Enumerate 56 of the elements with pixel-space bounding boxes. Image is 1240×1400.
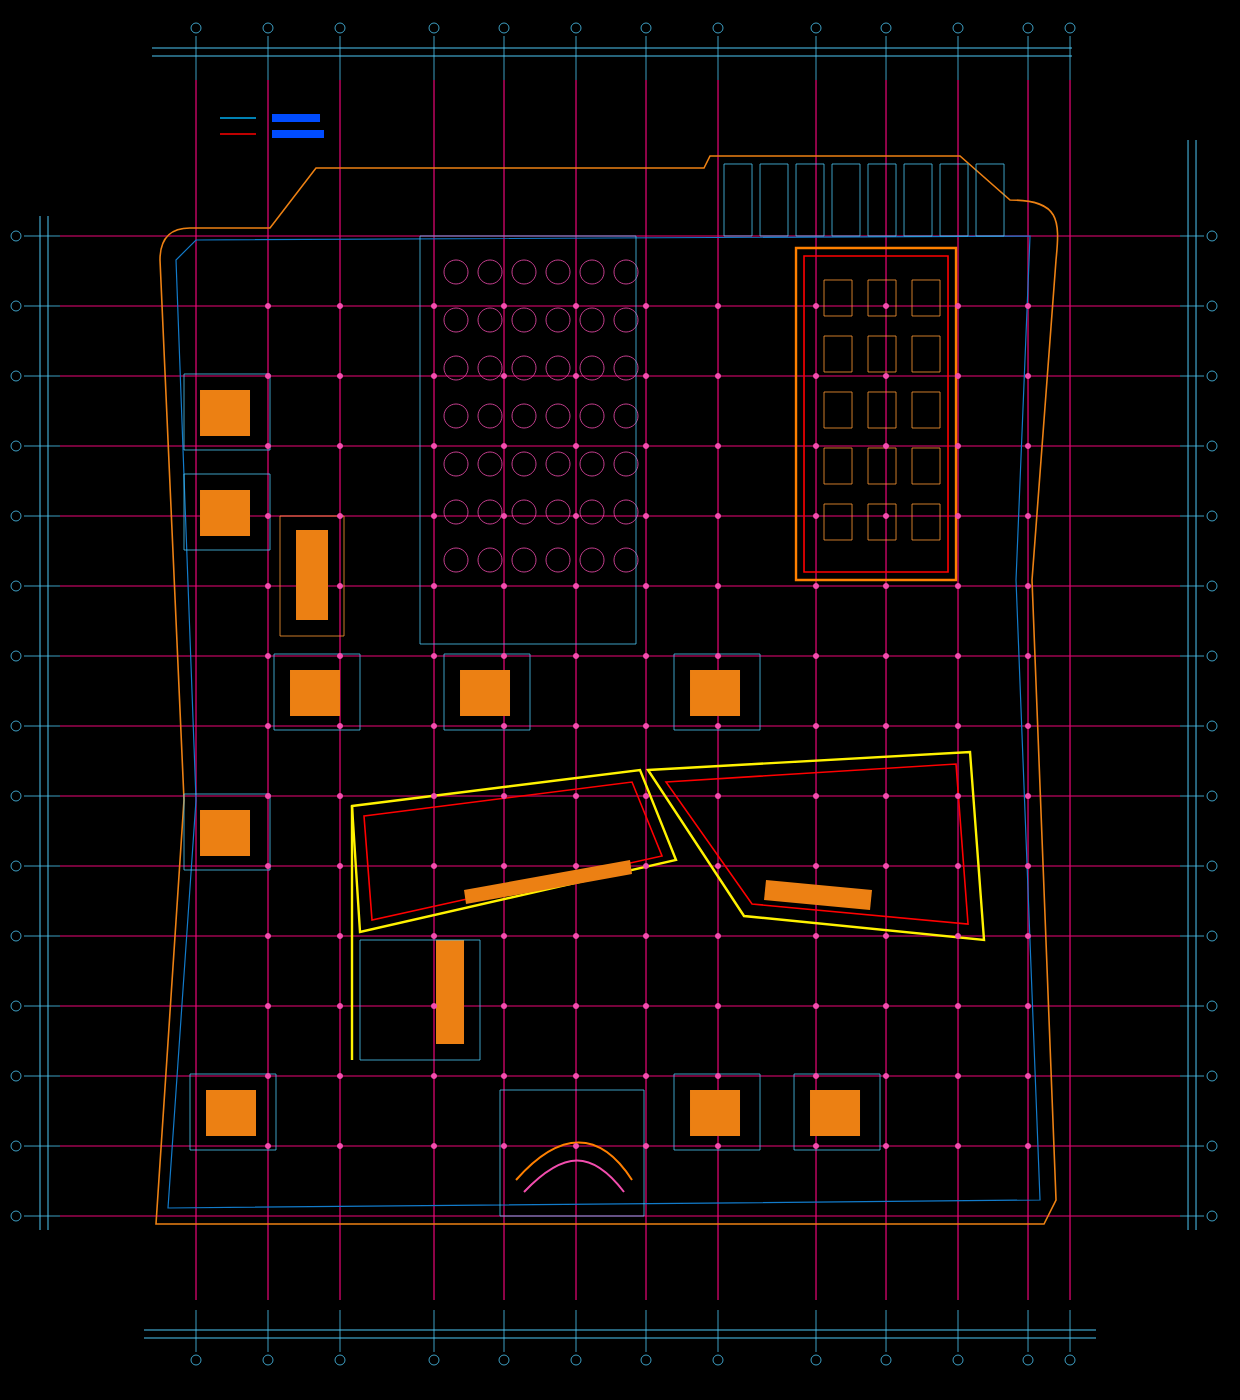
axis-bubble: [428, 22, 440, 34]
axis-bubble: [880, 1354, 892, 1366]
axis-bubble: [10, 720, 22, 732]
axis-bubble: [1206, 720, 1218, 732]
axis-bubble: [262, 22, 274, 34]
axis-bubble: [1206, 930, 1218, 942]
axis-bubble: [10, 860, 22, 872]
axis-bubble: [10, 510, 22, 522]
axis-bubble: [952, 1354, 964, 1366]
axis-bubble: [810, 1354, 822, 1366]
axis-bubble: [1064, 1354, 1076, 1366]
axis-bubble: [334, 22, 346, 34]
axis-bubble: [10, 370, 22, 382]
axis-bubble: [1206, 1000, 1218, 1012]
axis-bubble: [1064, 22, 1076, 34]
axis-bubble: [1206, 510, 1218, 522]
axis-bubble: [190, 22, 202, 34]
axis-bubble: [880, 22, 892, 34]
axis-bubble: [712, 1354, 724, 1366]
axis-bubble: [10, 440, 22, 452]
axis-bubble: [1206, 230, 1218, 242]
axis-bubble: [10, 1000, 22, 1012]
axis-bubble: [10, 580, 22, 592]
axis-bubble: [570, 1354, 582, 1366]
axis-bubble: [1206, 370, 1218, 382]
axis-bubble: [1206, 650, 1218, 662]
axis-bubble: [10, 1140, 22, 1152]
axis-bubble: [712, 22, 724, 34]
axis-bubble: [1206, 440, 1218, 452]
axis-bubble: [952, 22, 964, 34]
axis-bubble: [428, 1354, 440, 1366]
axis-bubble: [1206, 790, 1218, 802]
axis-bubble: [640, 22, 652, 34]
axis-bubble: [10, 230, 22, 242]
axis-bubble: [1022, 1354, 1034, 1366]
axis-bubble: [10, 1210, 22, 1222]
axis-bubble: [10, 930, 22, 942]
axis-bubble: [1206, 1140, 1218, 1152]
axis-bubble: [1206, 860, 1218, 872]
axis-bubble: [10, 300, 22, 312]
axis-bubble: [1206, 1070, 1218, 1082]
axis-bubble: [640, 1354, 652, 1366]
axis-bubble: [1022, 22, 1034, 34]
axis-bubble: [262, 1354, 274, 1366]
axis-bubble: [570, 22, 582, 34]
axis-bubble: [1206, 300, 1218, 312]
axis-bubble: [334, 1354, 346, 1366]
axis-bubble: [10, 1070, 22, 1082]
axis-bubble: [498, 22, 510, 34]
axis-bubble: [10, 790, 22, 802]
axis-bubble: [498, 1354, 510, 1366]
axis-bubble: [1206, 1210, 1218, 1222]
axis-bubble: [190, 1354, 202, 1366]
axis-bubble: [10, 650, 22, 662]
axis-bubble: [810, 22, 822, 34]
axis-bubble: [1206, 580, 1218, 592]
